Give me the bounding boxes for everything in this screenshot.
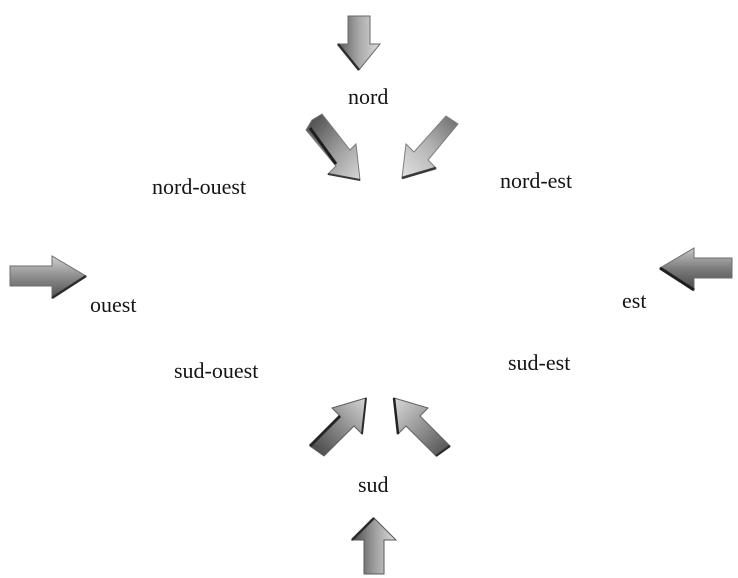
- label-sud-est: sud-est: [508, 350, 571, 375]
- west-arrow-icon: [8, 254, 90, 302]
- north-west-arrow-icon: [304, 113, 366, 184]
- label-nord-ouest: nord-ouest: [152, 174, 247, 199]
- south-east-arrow-icon: [386, 394, 454, 462]
- label-ouest: ouest: [90, 292, 137, 317]
- north-east-arrow-icon: [398, 114, 462, 184]
- label-sud: sud: [358, 472, 389, 497]
- label-nord-est: nord-est: [500, 168, 573, 193]
- south-west-arrow-icon: [306, 394, 374, 462]
- label-est: est: [622, 288, 647, 313]
- south-arrow-icon: [350, 516, 398, 576]
- label-sud-ouest: sud-ouest: [174, 358, 259, 383]
- north-arrow-icon: [336, 14, 382, 74]
- label-nord: nord: [348, 84, 389, 109]
- east-arrow-icon: [656, 246, 734, 294]
